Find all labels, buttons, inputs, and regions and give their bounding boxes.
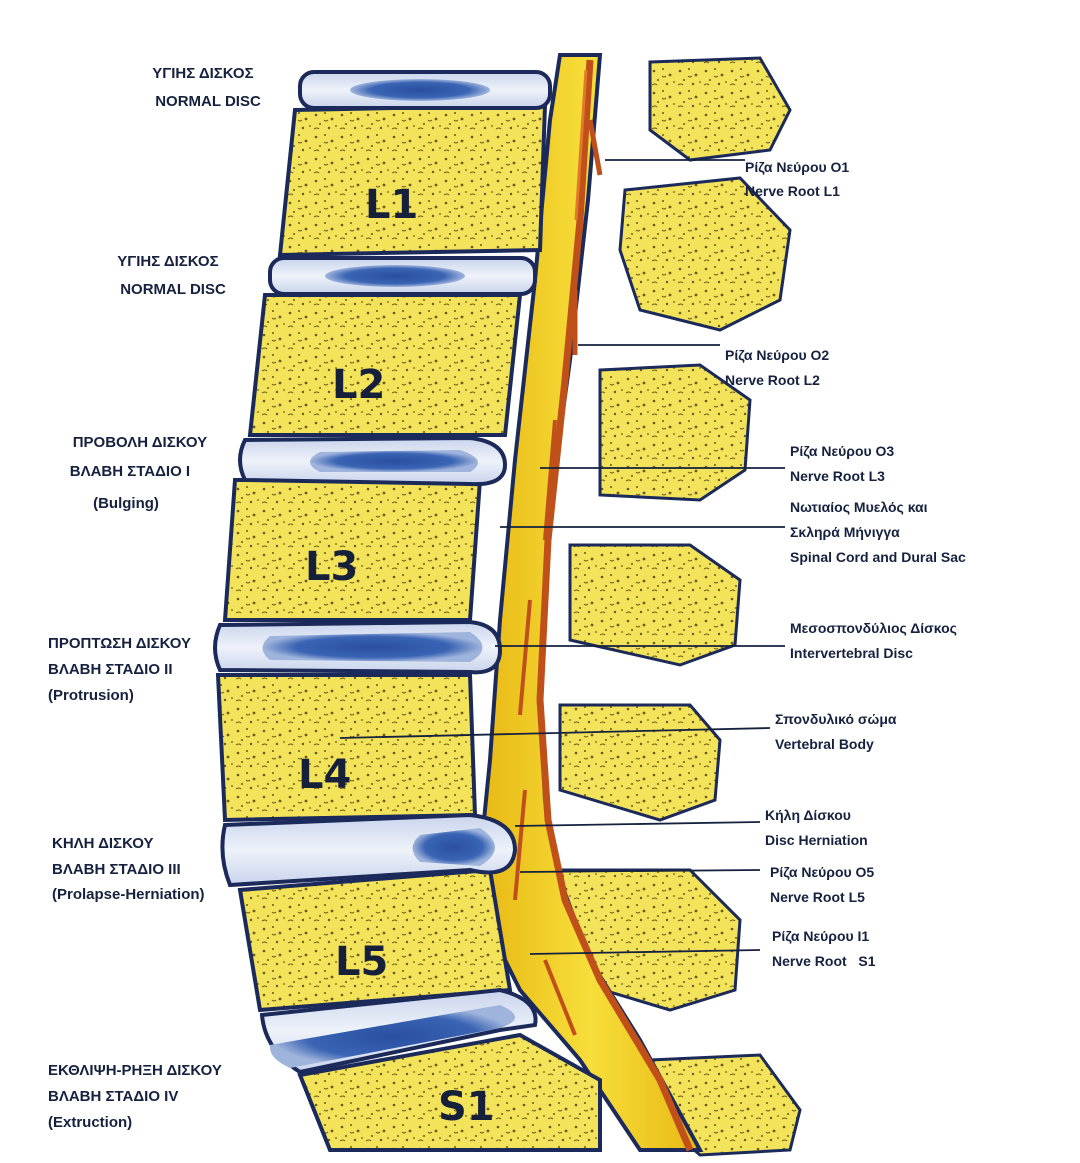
vertebra-l1-body bbox=[277, 102, 548, 258]
label-spinal-cord: Νωτιαίος Μυελός και Σκληρά Μήνιγγα Spina… bbox=[790, 499, 966, 565]
vertebral-bodies bbox=[215, 102, 602, 1152]
label-bulging: ΠΡΟΒΟΛΗ ΔΙΣΚΟΥ ΒΛΑΒΗ ΣΤΑΔΙΟ Ι (Bulging) bbox=[70, 434, 212, 512]
right-labels: Ρίζα Νεύρου Ο1 Nerve Root L1 Ρίζα Νεύρου… bbox=[725, 159, 966, 969]
label-nerve-root-l5: Ρίζα Νεύρου Ο5 Nerve Root L5 bbox=[770, 864, 878, 905]
vertebra-s1-body bbox=[297, 1032, 602, 1152]
spinal-cord bbox=[477, 53, 704, 1152]
label-extrusion: ΕΚΘΛΙΨΗ-ΡΗΞΗ ΔΙΣΚΟΥ ΒΛΑΒΗ ΣΤΑΔΙΟ IV (Ext… bbox=[48, 1062, 226, 1131]
vertebra-label-l3: L3 bbox=[305, 544, 358, 590]
intervertebral-discs bbox=[213, 70, 552, 1075]
vertebra-l4-body bbox=[215, 673, 478, 823]
label-vertebral-body: Σπονδυλικό σώμα Vertebral Body bbox=[775, 711, 900, 752]
vertebra-label-l1: L1 bbox=[365, 182, 418, 228]
label-nerve-root-l3: Ρίζα Νεύρου Ο3 Nerve Root L3 bbox=[790, 443, 898, 484]
label-prolapse: ΚΗΛΗ ΔΙΣΚΟΥ ΒΛΑΒΗ ΣΤΑΔΙΟ ΙΙΙ (Prolapse-H… bbox=[52, 835, 205, 903]
label-disc-herniation: Κήλη Δίσκου Disc Herniation bbox=[765, 807, 868, 848]
vertebra-label-l4: L4 bbox=[298, 752, 351, 798]
label-normal-disc-1: ΥΓΙΗΣ ΔΙΣΚΟΣ NORMAL DISC bbox=[152, 65, 261, 110]
vertebra-l5-body bbox=[237, 867, 513, 1013]
label-protrusion: ΠΡΟΠΤΩΣΗ ΔΙΣΚΟΥ ΒΛΑΒΗ ΣΤΑΔΙΟ ΙΙ (Protrus… bbox=[48, 635, 195, 704]
vertebra-labels: L1 L2 L3 L4 L5 S1 bbox=[298, 182, 495, 1130]
leader-lines bbox=[339, 159, 785, 955]
vertebra-label-s1: S1 bbox=[438, 1084, 495, 1130]
left-labels: ΥΓΙΗΣ ΔΙΣΚΟΣ NORMAL DISC ΥΓΙΗΣ ΔΙΣΚΟΣ NO… bbox=[48, 65, 261, 1131]
vertebra-label-l5: L5 bbox=[335, 939, 388, 985]
label-nerve-root-l1: Ρίζα Νεύρου Ο1 Nerve Root L1 bbox=[745, 159, 853, 199]
label-nerve-root-s1: Ρίζα Νεύρου Ι1 Nerve Root S1 bbox=[772, 928, 876, 969]
posterior-processes bbox=[558, 56, 802, 1157]
label-nerve-root-l2: Ρίζα Νεύρου Ο2 Nerve Root L2 bbox=[725, 347, 833, 388]
label-intervertebral-disc: Μεσοσπονδύλιος Δίσκος Intervertebral Dis… bbox=[790, 620, 961, 661]
vertebra-label-l2: L2 bbox=[332, 362, 385, 408]
label-normal-disc-2: ΥΓΙΗΣ ΔΙΣΚΟΣ NORMAL DISC bbox=[117, 253, 226, 298]
